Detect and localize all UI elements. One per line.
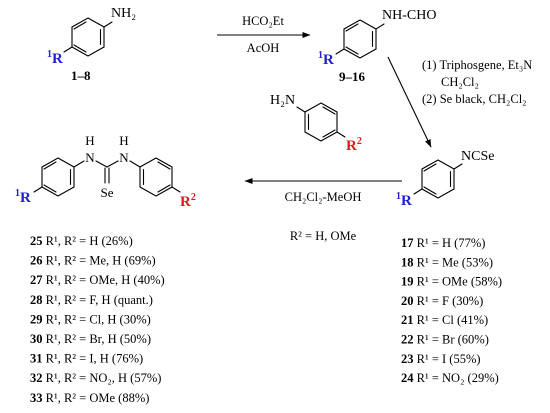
product-list-item-number: 29: [30, 312, 43, 326]
isoselenocyanate-list-item-text: R¹ = OMe (58%): [414, 275, 503, 289]
isoselenocyanate-structure: NCSe 1R: [396, 149, 494, 209]
product-list-item: 27 R¹, R² = OMe, H (40%): [30, 273, 165, 287]
isoselenocyanate-list-item: 18 R¹ = Me (53%): [401, 255, 493, 269]
product-list-item-number: 27: [30, 273, 43, 287]
product-list-item-text: R¹, R² = I, H (76%): [43, 352, 144, 366]
isoselenocyanate-r1-label: 1R: [396, 191, 412, 209]
isoselenocyanate-list-item-number: 21: [401, 313, 414, 327]
amine-reagent-r2-label: R2: [346, 136, 362, 154]
amine-reagent-nh2-label: H₂N: [270, 93, 295, 108]
product-list-item-text: R¹, R² = OMe (88%): [43, 391, 150, 405]
step3-r2-note: R² = H, OMe: [290, 229, 357, 243]
formamide-compound-numbers: 9–16: [339, 69, 366, 84]
aniline-structure: NH₂ 1R 1–8: [47, 6, 136, 83]
arrow-step3: CH₂Cl₂-MeOH R² = H, OMe: [244, 178, 402, 243]
isoselenocyanate-list-item: 17 R¹ = H (77%): [401, 236, 485, 250]
isoselenocyanate-list-item-number: 20: [401, 294, 414, 308]
product-list-item: 26 R¹, R² = Me, H (69%): [30, 254, 156, 268]
arrow-step1: HCO₂Et AcOH: [217, 14, 311, 55]
isoselenocyanate-list-item-number: 24: [401, 371, 414, 385]
product-list-item-text: R¹, R² = F, H (quant.): [43, 293, 153, 307]
isoselenocyanate-list-item-number: 19: [401, 275, 414, 289]
product-list-item-text: R¹, R² = Br, H (50%): [43, 332, 151, 346]
isoselenocyanate-list-item-number: 23: [401, 352, 414, 366]
product-right-h: H: [119, 133, 128, 148]
aniline-r1-label: 1R: [47, 49, 63, 67]
isoselenocyanate-list-item-text: R¹ = H (77%): [414, 236, 486, 250]
aniline-n-bond: [103, 21, 113, 28]
product-list-item: 33 R¹, R² = OMe (88%): [30, 391, 149, 405]
isoselenocyanate-list-item: 22 R¹ = Br (60%): [401, 333, 489, 347]
isoselenocyanate-ring: [421, 159, 455, 199]
product-list-item-number: 25: [30, 234, 43, 248]
step1-reagent-bottom: AcOH: [247, 41, 280, 55]
product-r1-label: 1R: [15, 188, 31, 206]
step3-reagent-bottom: CH₂Cl₂-MeOH: [285, 190, 362, 204]
isoselenocyanate-list-item-text: R¹ = NO₂ (29%): [414, 371, 499, 385]
isoselenocyanate-list-item: 24 R¹ = NO₂ (29%): [401, 371, 499, 385]
product-list-item-number: 33: [30, 391, 43, 405]
step1-reagent-top: HCO₂Et: [242, 14, 284, 28]
product-list-item-number: 26: [30, 254, 43, 268]
product-list-item-number: 31: [30, 352, 43, 366]
isoselenocyanate-list-item: 20 R¹ = F (30%): [401, 294, 483, 308]
product-list-item-number: 32: [30, 371, 43, 385]
step2-line2: CH₂Cl₂: [441, 75, 479, 89]
product-list-item-text: R¹, R² = Me, H (69%): [43, 254, 156, 268]
product-left-ring: [41, 157, 75, 197]
product-list-item: 29 R¹, R² = Cl, H (30%): [30, 312, 151, 326]
isoselenocyanate-list-item: 19 R¹ = OMe (58%): [401, 275, 502, 289]
product-list-item-text: R¹, R² = NO₂, H (57%): [43, 371, 162, 385]
formamide-ring: [343, 19, 377, 59]
aniline-amine-label: NH₂: [111, 6, 136, 21]
product-list-item: 31 R¹, R² = I, H (76%): [30, 352, 143, 366]
product-left-h: H: [85, 133, 94, 148]
isoselenocyanate-list-item-text: R¹ = Br (60%): [414, 333, 489, 347]
aniline-compound-numbers: 1–8: [71, 68, 91, 83]
selenourea-structure: H N H N Se 1R R2: [15, 133, 196, 210]
product-right-ring: [139, 157, 173, 197]
formamide-structure: NH-CHO 1R 9–16: [318, 8, 436, 84]
product-list-item: 25 R¹, R² = H (26%): [30, 234, 133, 248]
product-list-item-number: 28: [30, 293, 43, 307]
formamide-r1-label: 1R: [318, 50, 334, 68]
isoselenocyanate-list-item-text: R¹ = F (30%): [414, 294, 484, 308]
isoselenocyanate-list-item-text: R¹ = I (55%): [414, 352, 481, 366]
product-list-item-text: R¹, R² = OMe, H (40%): [43, 273, 165, 287]
product-list-item-text: R¹, R² = Cl, H (30%): [43, 312, 151, 326]
isoselenocyanate-list-item-text: R¹ = Me (53%): [414, 255, 494, 269]
isoselenocyanate-group-label: NCSe: [461, 149, 494, 164]
amine-reagent-ring: [304, 102, 338, 142]
aniline-ring: [71, 17, 105, 57]
step2-line3: (2) Se black, CH₂Cl₂: [422, 92, 527, 106]
product-selenium-label: Se: [101, 185, 114, 200]
isoselenocyanate-yield-list: 17 R¹ = H (77%)18 R¹ = Me (53%)19 R¹ = O…: [401, 236, 502, 385]
aniline-r-bond: [63, 46, 73, 53]
isoselenocyanate-list-item-text: R¹ = Cl (41%): [414, 313, 489, 327]
product-yield-list: 25 R¹, R² = H (26%)26 R¹, R² = Me, H (69…: [30, 234, 165, 405]
isoselenocyanate-list-item-number: 17: [401, 236, 414, 250]
product-r2-label: R2: [180, 192, 196, 210]
product-list-item: 32 R¹, R² = NO₂, H (57%): [30, 371, 161, 385]
product-left-n: N: [85, 150, 95, 165]
isoselenocyanate-list-item-number: 18: [401, 255, 414, 269]
product-right-n: N: [119, 150, 129, 165]
product-list-item: 30 R¹, R² = Br, H (50%): [30, 332, 151, 346]
amine-reagent-structure: H₂N R2: [270, 93, 362, 154]
arrow-step2: (1) Triphosgene, Et₃N CH₂Cl₂ (2) Se blac…: [387, 56, 532, 148]
isoselenocyanate-list-item: 23 R¹ = I (55%): [401, 352, 481, 366]
isoselenocyanate-list-item-number: 22: [401, 333, 414, 347]
formamide-group-label: NH-CHO: [382, 8, 436, 23]
step2-line1: (1) Triphosgene, Et₃N: [422, 58, 532, 72]
product-list-item: 28 R¹, R² = F, H (quant.): [30, 293, 153, 307]
product-list-item-number: 30: [30, 332, 43, 346]
isoselenocyanate-list-item: 21 R¹ = Cl (41%): [401, 313, 488, 327]
product-list-item-text: R¹, R² = H (26%): [43, 234, 133, 248]
